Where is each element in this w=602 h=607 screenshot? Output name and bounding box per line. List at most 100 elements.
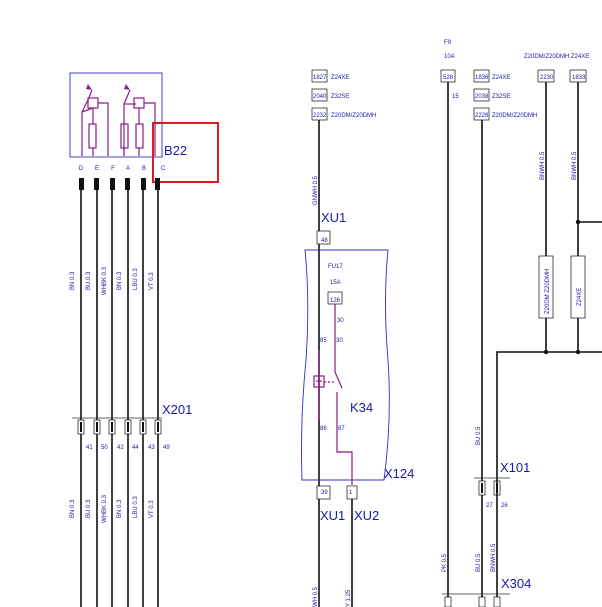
xu1-bottom-terminal [316, 485, 331, 500]
connector-b22-label: B22 [164, 143, 187, 158]
wire-bus [496, 351, 602, 607]
svg-text:48: 48 [321, 238, 328, 244]
wire-label: PK 0.5 [442, 553, 448, 572]
x201-pin-label: 49 [163, 445, 170, 451]
wire-label: Y 1.25 [346, 589, 352, 607]
svg-text:Z24XE: Z24XE [571, 54, 589, 60]
connector-x201-label: X201 [162, 402, 192, 417]
svg-text:126: 126 [330, 298, 341, 304]
svg-text:1: 1 [349, 490, 353, 496]
svg-text:1833: 1833 [572, 75, 586, 81]
connector-xu1-bottom-label: XU1 [320, 508, 345, 523]
junction-dot [575, 349, 581, 355]
svg-text:15: 15 [452, 94, 459, 100]
b22-pin-label: C [161, 166, 166, 172]
b22-outline [69, 72, 163, 158]
wire-label: WH 0.5 [313, 586, 319, 607]
svg-text:Z24XE: Z24XE [492, 75, 510, 81]
wire-label: LBU 0.3 [133, 496, 139, 518]
connector-x304-label: X304 [501, 576, 531, 591]
wire-label: BU 0.3 [86, 271, 92, 290]
b22-internal-circuit [81, 84, 156, 156]
relay-k34 [313, 304, 353, 485]
svg-text:10A: 10A [444, 54, 455, 60]
svg-text:Z20DM/Z20DMH: Z20DM/Z20DMH [331, 113, 376, 119]
svg-text:2232: 2232 [313, 113, 327, 119]
x124-outline [301, 249, 390, 481]
x201-pins: 41 50 42 44 43 49 [86, 445, 170, 451]
wire-label: BNWH 0.5 [491, 543, 497, 572]
wire-label: WHBK 0.3 [102, 266, 108, 295]
circuit-b-header: 1836 2038 2228 Z24XE Z32SE Z20DM/Z20DMH [473, 69, 537, 121]
b22-pin-label: A [126, 166, 130, 172]
svg-text:30: 30 [337, 318, 344, 324]
b22-pin-label: D [79, 166, 84, 172]
x201-terminals [77, 419, 162, 435]
splice-box-right [570, 255, 586, 319]
svg-text:27: 27 [486, 503, 493, 509]
svg-text:Z24XE: Z24XE [331, 75, 349, 81]
svg-text:15A: 15A [330, 280, 341, 286]
svg-text:Z20DM/Z20DMH: Z20DM/Z20DMH [524, 54, 569, 60]
wire-label: BU 0.5 [476, 553, 482, 572]
connector-x124-label: X124 [384, 466, 414, 481]
junction-dot [575, 219, 581, 225]
junction-dot [543, 349, 549, 355]
svg-text:2040: 2040 [313, 94, 327, 100]
svg-text:2038: 2038 [475, 94, 489, 100]
wire-label: BN 0.3 [70, 499, 76, 518]
highlight-box [152, 122, 219, 183]
x201-pin-label: 43 [148, 445, 155, 451]
svg-text:87: 87 [338, 426, 345, 432]
wire-label: GNWH 0.5 [313, 175, 319, 205]
wire-label: VT 0.3 [149, 500, 155, 518]
svg-text:2230: 2230 [540, 75, 554, 81]
svg-text:Z32SE: Z32SE [331, 94, 349, 100]
wire-labels-upper: BN 0.3 BU 0.3 WHBK 0.3 BN 0.3 LBU 0.3 VT… [70, 266, 155, 295]
b22-pin-label: B [142, 166, 146, 172]
svg-text:F9: F9 [444, 40, 452, 46]
b22-pins: D E F A B C [79, 166, 166, 172]
x201-pin-label: 44 [132, 445, 139, 451]
wire-label: BU 0.5 [476, 426, 482, 445]
svg-text:86: 86 [320, 426, 327, 432]
x304-terminal [493, 596, 501, 607]
wire-label: VT 0.3 [149, 272, 155, 290]
svg-text:85: 85 [320, 338, 327, 344]
wire-label: BNWH 0.5 [572, 151, 578, 180]
svg-text:1836: 1836 [475, 75, 489, 81]
svg-text:30: 30 [336, 338, 343, 344]
connector-xu1-top-label: XU1 [321, 210, 346, 225]
wire-label: BN 0.3 [70, 271, 76, 290]
svg-text:39: 39 [321, 490, 328, 496]
connector-xu2-label: XU2 [354, 508, 379, 523]
wire-label: BNWH 0.5 [540, 151, 546, 180]
wire-labels-lower: BN 0.3 BU 0.3 WHBK 0.3 BN 0.3 LBU 0.3 VT… [70, 494, 155, 523]
splice-box-left [538, 255, 554, 319]
b22-terminals [79, 178, 160, 190]
svg-text:FU17: FU17 [328, 264, 343, 270]
svg-text:Z32SE: Z32SE [492, 94, 510, 100]
x304-terminal [444, 596, 452, 607]
svg-text:Z20DM Z20DMH: Z20DM Z20DMH [545, 269, 551, 314]
wire-label: WHBK 0.3 [102, 494, 108, 523]
svg-text:26: 26 [501, 503, 508, 509]
relay-k34-label: K34 [350, 400, 373, 415]
wire-label: BU 0.3 [86, 499, 92, 518]
wire-label: BN 0.3 [117, 271, 123, 290]
circuit-a-header: 1827 2040 2232 Z24XE Z32SE Z20DM/Z20DMH [311, 69, 376, 121]
x201-pin-label: 42 [117, 445, 124, 451]
svg-text:2228: 2228 [475, 113, 489, 119]
svg-text:1827: 1827 [313, 75, 327, 81]
svg-text:Z20DM/Z20DMH: Z20DM/Z20DMH [492, 113, 537, 119]
left-wires [80, 178, 159, 607]
svg-text:528: 528 [443, 75, 454, 81]
b22-pin-label: F [111, 166, 115, 172]
b22-pin-label: E [95, 166, 99, 172]
x304-terminal [478, 596, 486, 607]
x201-pin-label: 41 [86, 445, 93, 451]
wire-label: BN 0.3 [117, 499, 123, 518]
x201-pin-label: 50 [101, 445, 108, 451]
xu1-terminal [316, 230, 331, 245]
